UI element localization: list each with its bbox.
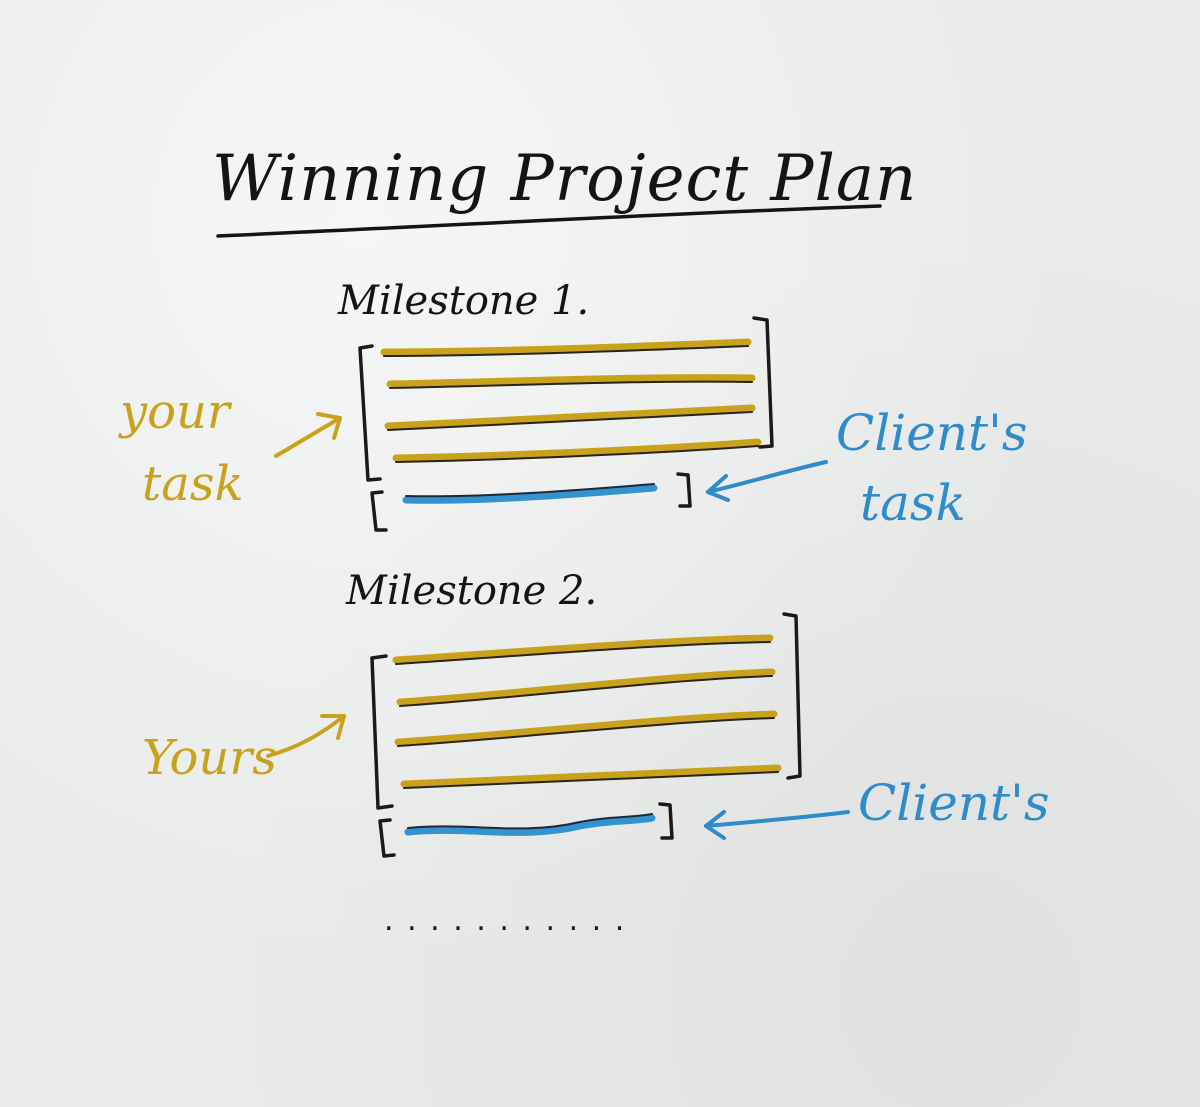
milestone-2-client-bracket-open xyxy=(378,818,396,858)
task-line xyxy=(392,438,762,462)
milestone-2-client-tasks xyxy=(404,813,656,836)
task-line xyxy=(404,814,656,836)
milestone-2-your-bracket-close xyxy=(782,612,802,780)
task-line xyxy=(402,484,658,504)
arrow-head xyxy=(704,810,726,840)
task-line xyxy=(392,634,774,664)
task-line-outline xyxy=(403,771,779,789)
milestone-2-client-label: Client's xyxy=(858,774,1050,832)
task-line-outline xyxy=(387,411,753,431)
arrow-shaft xyxy=(274,416,342,458)
milestone-1-client-bracket-open xyxy=(370,490,388,532)
task-line-outline xyxy=(407,813,653,830)
milestone-1-client-arrow xyxy=(706,460,828,502)
arrow-shaft xyxy=(704,810,850,828)
task-line xyxy=(400,764,782,788)
task-line xyxy=(396,668,776,706)
arrow-head xyxy=(316,412,342,440)
arrow-head xyxy=(706,474,730,502)
milestone-2-client-arrow xyxy=(704,810,850,840)
milestone-1-client-label-line1: Client's xyxy=(836,404,1028,462)
arrow-shaft xyxy=(266,714,346,758)
milestone-1-your-tasks xyxy=(380,338,762,463)
task-line-outline xyxy=(397,717,775,747)
task-line-outline xyxy=(395,641,771,665)
task-line-outline xyxy=(399,675,773,707)
arrow-head xyxy=(320,714,346,740)
milestone-1-client-bracket-close xyxy=(676,472,692,508)
plan-title: Winning Project Plan xyxy=(212,142,917,216)
milestone-2-client-bracket-close xyxy=(658,802,674,840)
continuation-dots: . . . . . . . . . . . xyxy=(384,903,626,938)
milestone-1-client-tasks xyxy=(402,483,658,504)
task-line-outline xyxy=(405,483,655,498)
milestone-1-your-arrow xyxy=(274,412,342,458)
milestone-2-your-bracket-open xyxy=(370,654,394,810)
task-line-outline xyxy=(383,345,749,357)
milestone-2-your-arrow xyxy=(266,714,346,758)
task-line xyxy=(386,374,756,388)
task-line-outline xyxy=(389,380,753,389)
milestone-1-label: Milestone 1. xyxy=(337,278,589,324)
milestone-2-your-tasks xyxy=(392,634,782,789)
milestone-2-label: Milestone 2. xyxy=(345,568,597,614)
task-line xyxy=(380,338,752,356)
milestone-1-your-bracket-open xyxy=(358,344,382,482)
task-line xyxy=(384,404,756,430)
milestone-2-your-label: Yours xyxy=(142,730,277,786)
milestone-1-your-label-line1: your xyxy=(118,384,233,440)
title-underline xyxy=(216,204,882,238)
milestone-1-your-label-line2: task xyxy=(142,456,244,512)
task-line xyxy=(394,710,778,746)
milestone-1-client-label-line2: task xyxy=(860,474,966,532)
arrow-shaft xyxy=(706,460,828,494)
task-line-outline xyxy=(395,445,759,463)
milestone-1-your-bracket-close xyxy=(752,316,774,449)
